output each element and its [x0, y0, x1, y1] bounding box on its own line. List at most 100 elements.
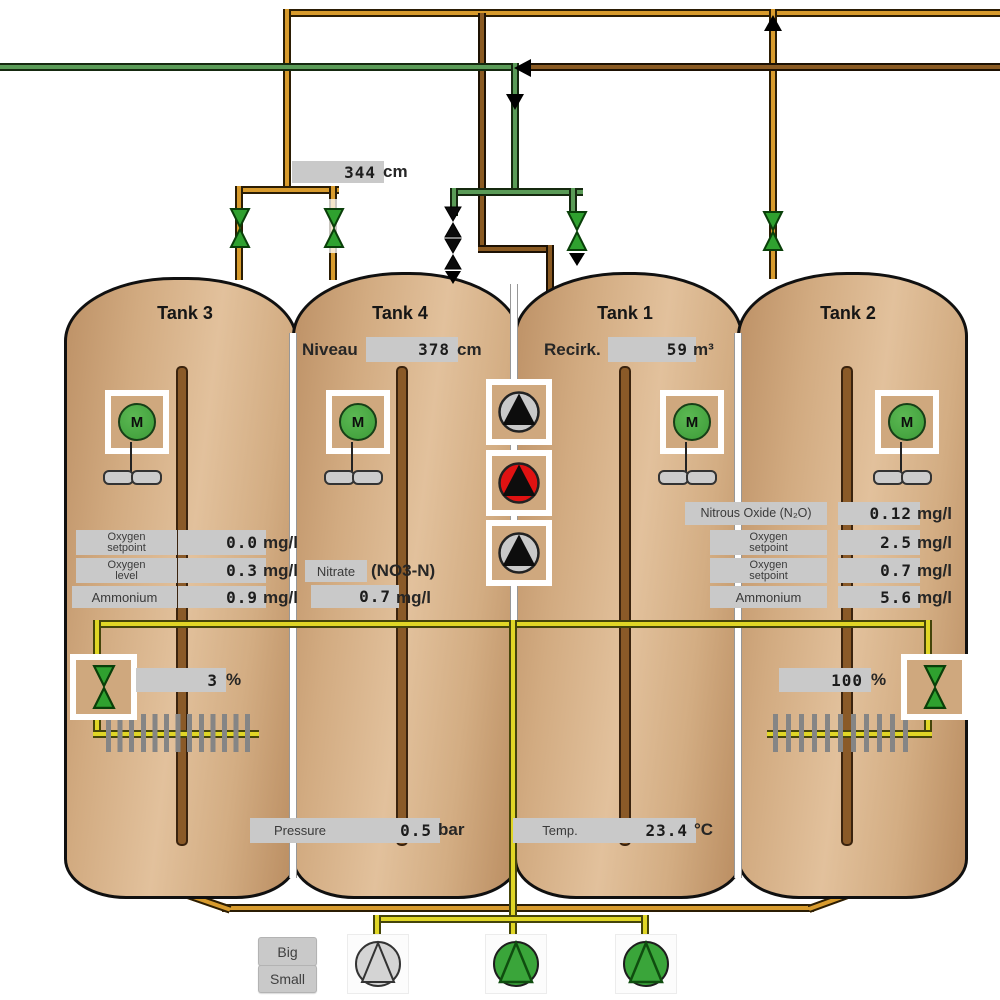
display-ammonium-t2[interactable]: 5.6 — [838, 586, 920, 608]
niveau-label: Niveau — [302, 340, 358, 359]
unit-mgl: mg/l — [263, 588, 298, 607]
display-niveau[interactable]: 378 — [366, 337, 458, 362]
valve-tank4-closed-icon[interactable] — [444, 206, 462, 270]
mixer-blade-icon — [901, 470, 932, 485]
mixer-motor-tank3[interactable]: M — [105, 390, 169, 454]
display-aeration-left-pct[interactable]: 3 — [136, 668, 226, 692]
flow-arrow-tank4-icon — [445, 271, 461, 284]
valve-icon — [91, 665, 116, 709]
aeration-grid-left — [106, 714, 256, 752]
display-pressure[interactable]: 0.5 — [350, 818, 440, 843]
tank3-label: Tank 3 — [157, 303, 213, 323]
display-nitrate-t4[interactable]: 0.7 — [311, 585, 399, 608]
unit-mgl: mg/l — [917, 561, 952, 580]
pipe-inlet-drop — [511, 63, 519, 196]
display-temperature[interactable]: 23.4 — [607, 818, 696, 843]
pipe-sludge-elbow — [478, 245, 554, 253]
label-nitrate-t4: Nitrate — [305, 560, 367, 582]
pipe-air-stub-right — [641, 915, 649, 940]
recirc-pump-1[interactable] — [486, 379, 552, 445]
label-nitrous-oxide-t2: Nitrous Oxide (N₂O) — [685, 502, 827, 525]
display-oxygen-setpoint1-t2[interactable]: 2.5 — [838, 530, 920, 555]
nitrate-formula-label: (NO3-N) — [371, 561, 436, 580]
pipe-sludge-drop — [478, 13, 486, 253]
display-oxygen-setpoint-t3[interactable]: 0.0 — [178, 530, 266, 555]
valve-tank4-inlet-icon[interactable] — [323, 208, 345, 248]
mixer-blade-icon — [131, 470, 162, 485]
display-oxygen-setpoint2-t2[interactable]: 0.7 — [838, 558, 920, 583]
pipe-sludge-inlet — [546, 245, 554, 305]
display-oxygen-level-t3[interactable]: 0.3 — [178, 558, 266, 583]
pump-icon — [355, 940, 401, 987]
small-button[interactable]: Small — [258, 965, 317, 993]
pipe-feed-tee — [235, 186, 339, 194]
valve-tank1-inlet-icon[interactable] — [566, 211, 588, 251]
recirc-pump-2-fault[interactable] — [486, 450, 552, 516]
pipe-air-drop-center — [509, 620, 517, 940]
aeration-valve-left[interactable] — [70, 654, 137, 720]
pump-icon — [623, 939, 669, 987]
display-feed-level[interactable]: 344 — [292, 161, 384, 183]
display-ammonium-t3[interactable]: 0.9 — [178, 586, 266, 608]
mixer-motor-tank1[interactable]: M — [660, 390, 724, 454]
display-nitrous-oxide-t2[interactable]: 0.12 — [838, 502, 920, 525]
label-ammonium-t3: Ammonium — [72, 586, 177, 608]
pipe-inlet-stub-left — [450, 188, 458, 216]
tank4-label: Tank 4 — [372, 303, 428, 323]
flow-arrow-inlet-icon — [506, 94, 524, 110]
unit-feed-level: cm — [383, 162, 408, 181]
unit-mgl: mg/l — [917, 588, 952, 607]
pipe-feed-riser — [283, 9, 291, 193]
tank1-label: Tank 1 — [597, 303, 653, 323]
mixer-shaft — [685, 442, 687, 474]
tank2-label: Tank 2 — [820, 303, 876, 323]
aeration-valve-right[interactable] — [901, 654, 968, 720]
pump-icon — [493, 939, 539, 987]
level-probe-tank1 — [619, 366, 631, 846]
big-button[interactable]: Big — [258, 937, 317, 966]
unit-recirc: m³ — [693, 340, 714, 359]
unit-percent: % — [871, 670, 887, 689]
mixer-blade-icon — [324, 470, 355, 485]
label-ammonium-t2: Ammonium — [710, 586, 827, 608]
valve-tank3-inlet-icon[interactable] — [229, 208, 251, 248]
valve-tank2-inlet-icon[interactable] — [762, 211, 784, 251]
tank-seam-left — [289, 333, 297, 878]
flow-arrow-riser-icon — [764, 15, 782, 31]
label-pressure: Pressure — [250, 818, 350, 843]
mixer-shaft — [130, 442, 132, 474]
blower-3[interactable] — [615, 934, 677, 994]
unit-mgl: mg/l — [917, 533, 952, 552]
mixer-blade-icon — [873, 470, 904, 485]
mixer-motor-tank2[interactable]: M — [875, 390, 939, 454]
unit-celsius: °C — [694, 820, 714, 839]
pipe-inlet-main — [0, 63, 519, 71]
label-temperature: Temp. — [513, 818, 607, 843]
flow-arrow-tank1-icon — [569, 253, 585, 266]
pipe-air-bottom-tee — [373, 915, 649, 923]
display-recirc[interactable]: 59 — [608, 337, 696, 362]
unit-bar: bar — [438, 820, 465, 839]
unit-mgl: mg/l — [396, 588, 431, 607]
motor-icon: M — [673, 403, 711, 441]
valve-icon — [922, 665, 947, 709]
unit-niveau: cm — [457, 340, 482, 359]
mixer-motor-tank4[interactable]: M — [326, 390, 390, 454]
recirc-pump-3[interactable] — [486, 520, 552, 586]
blower-1[interactable] — [347, 934, 409, 994]
blower-2[interactable] — [485, 934, 547, 994]
pipe-inlet-stub-right — [569, 188, 577, 216]
motor-icon: M — [339, 403, 377, 441]
flow-arrow-return-icon — [514, 59, 531, 77]
motor-icon: M — [118, 403, 156, 441]
unit-mgl: mg/l — [263, 561, 298, 580]
pump-icon — [498, 462, 540, 504]
mixer-blade-icon — [658, 470, 689, 485]
mixer-shaft — [900, 442, 902, 474]
display-aeration-right-pct[interactable]: 100 — [779, 668, 871, 692]
unit-mgl: mg/l — [917, 504, 952, 523]
